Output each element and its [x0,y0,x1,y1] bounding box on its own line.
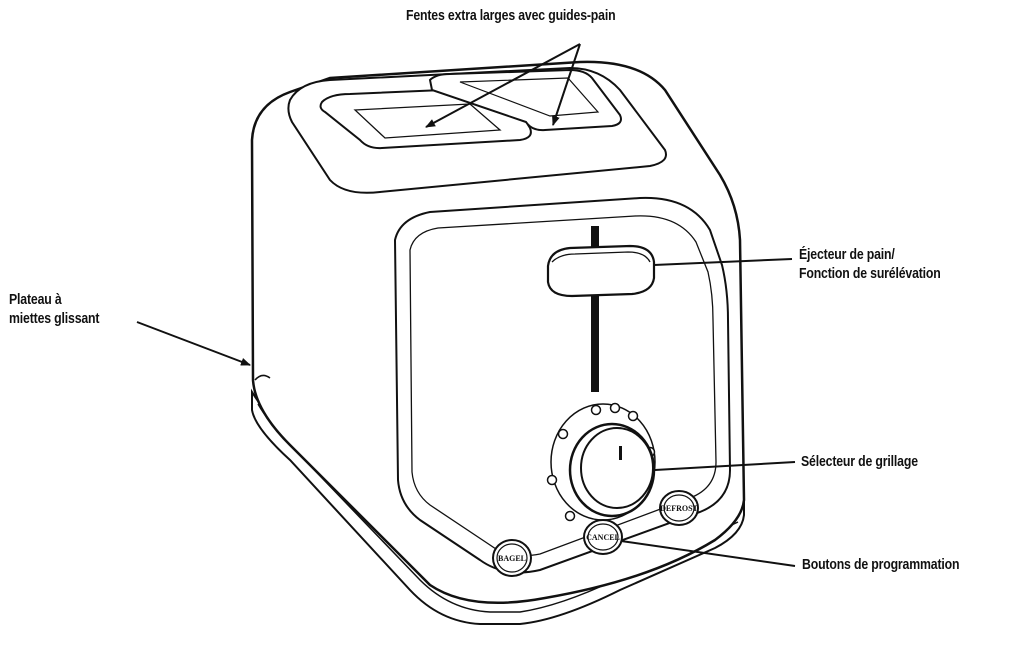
front-face-inner [409,215,717,557]
lever [546,244,656,298]
dial-dot [609,402,621,414]
label-shade-selector: Sélecteur de grillage [801,453,918,470]
dial-leader [654,461,796,471]
dial-indicator [619,446,622,460]
dial-knob [580,427,654,509]
lever-leader [653,258,793,266]
dial-dot [564,510,576,522]
back-slot [428,68,622,132]
defrost-button[interactable]: DEFROST [659,490,699,526]
slots-leader-1 [425,43,581,128]
back-slot-guide [459,77,600,117]
label-slots: Fentes extra larges avec guides-pain [406,7,616,24]
dial-dot [546,474,558,486]
label-lever-line1: Éjecteur de pain/ [799,246,895,263]
dial-dot [627,410,639,422]
side-face-edge [254,374,271,381]
cancel-button-label: CANCEL [586,533,620,542]
dial-dot [590,404,602,416]
bagel-button-label: BAGEL [498,554,526,563]
lever-slot [591,226,599,392]
buttons-leader [620,540,796,567]
label-crumb-tray-line1: Plateau à [9,291,62,308]
crumb-tray-arrow [136,321,251,366]
label-lever-line2: Fonction de surélévation [799,265,941,282]
front-slot-guide [353,103,502,139]
bagel-button[interactable]: BAGEL [492,539,532,577]
slots-leader-2 [552,43,581,126]
lever-top [551,251,651,263]
defrost-button-label: DEFROST [660,504,698,513]
dial-dot [557,428,569,440]
label-program-buttons: Boutons de programmation [802,556,960,573]
cancel-button[interactable]: CANCEL [583,519,623,555]
label-crumb-tray-line2: miettes glissant [9,310,100,327]
